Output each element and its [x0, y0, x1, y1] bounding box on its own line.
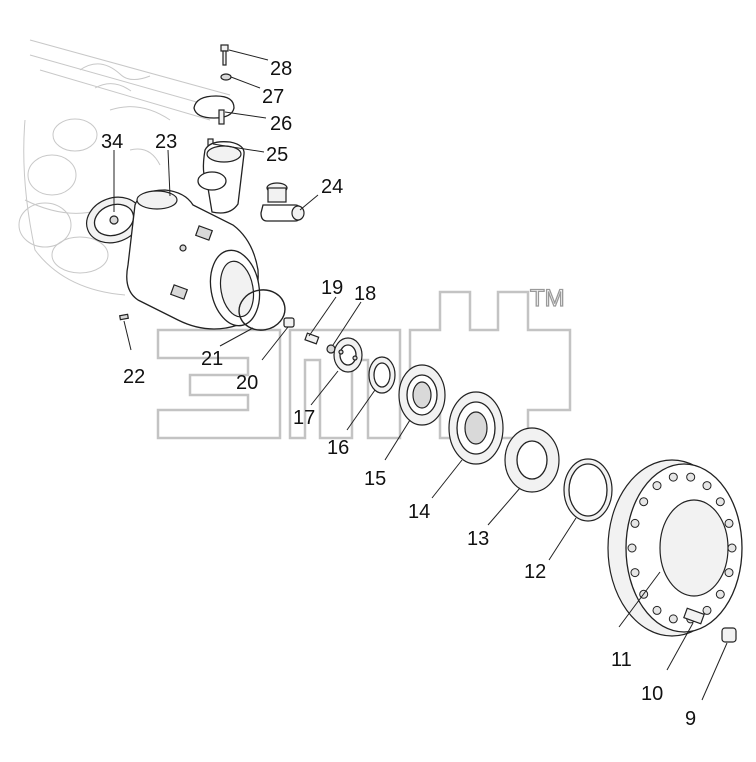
label-25: 25	[266, 144, 288, 166]
hub-stud	[702, 481, 712, 491]
label-13: 13	[467, 528, 489, 550]
leader-lines	[113, 49, 728, 701]
part-16-ring	[368, 356, 396, 394]
hub-stud	[724, 568, 734, 578]
label-34: 34	[101, 131, 123, 153]
label-27: 27	[262, 86, 284, 108]
part-9-nut	[721, 627, 737, 643]
label-18: 18	[354, 283, 376, 305]
hub-stud	[630, 518, 640, 528]
part-34-seal	[86, 196, 142, 244]
label-16: 16	[327, 437, 349, 459]
hub-stud	[702, 605, 712, 615]
label-9: 9	[685, 708, 696, 730]
hub-stud	[668, 472, 678, 482]
hub-stud	[727, 543, 737, 553]
hub-stud	[652, 481, 662, 491]
part-22-screw	[119, 313, 129, 321]
part-14-bearing	[448, 391, 504, 465]
label-26: 26	[270, 113, 292, 135]
hub-studs	[627, 472, 737, 624]
part-labels: 28 27 26 25 24 34 23 19 18 22 21 20 17 1…	[101, 58, 696, 730]
label-14: 14	[408, 501, 430, 523]
label-20: 20	[236, 372, 258, 394]
hub-stud	[627, 543, 637, 553]
part-28-bolt	[220, 44, 229, 66]
label-10: 10	[641, 683, 663, 705]
part-23-steering-knuckle	[126, 189, 261, 330]
axle-housing-background	[18, 39, 231, 296]
label-22: 22	[123, 366, 145, 388]
part-10-stud	[683, 607, 705, 625]
label-24: 24	[321, 176, 343, 198]
hub-stud	[686, 472, 696, 482]
label-17: 17	[293, 407, 315, 429]
part-27-washer	[220, 73, 232, 81]
watermark-trademark: TM	[530, 285, 565, 312]
hub-stud	[715, 589, 725, 599]
part-20-nut	[283, 317, 295, 328]
part-15-bearing	[398, 364, 446, 426]
label-28: 28	[270, 58, 292, 80]
label-23: 23	[155, 131, 177, 153]
part-21-o-ring	[238, 289, 286, 331]
part-upper-arm	[197, 141, 245, 214]
label-11: 11	[611, 649, 632, 671]
hub-stud	[724, 518, 734, 528]
label-19: 19	[321, 277, 343, 299]
label-15: 15	[364, 468, 386, 490]
part-13-shim	[504, 427, 560, 493]
watermark-logo: TM	[156, 284, 572, 440]
hub-stud	[639, 497, 649, 507]
hub-stud	[715, 497, 725, 507]
part-26-cap	[193, 95, 235, 125]
part-19-bolt	[304, 332, 320, 345]
hub-stud	[668, 614, 678, 624]
part-12-seal-ring	[563, 458, 613, 522]
part-24-sensor	[260, 182, 305, 222]
hub-stud	[652, 605, 662, 615]
label-12: 12	[524, 561, 546, 583]
label-21: 21	[201, 348, 223, 370]
hub-stud	[630, 568, 640, 578]
part-17-locking-plate	[333, 337, 363, 373]
